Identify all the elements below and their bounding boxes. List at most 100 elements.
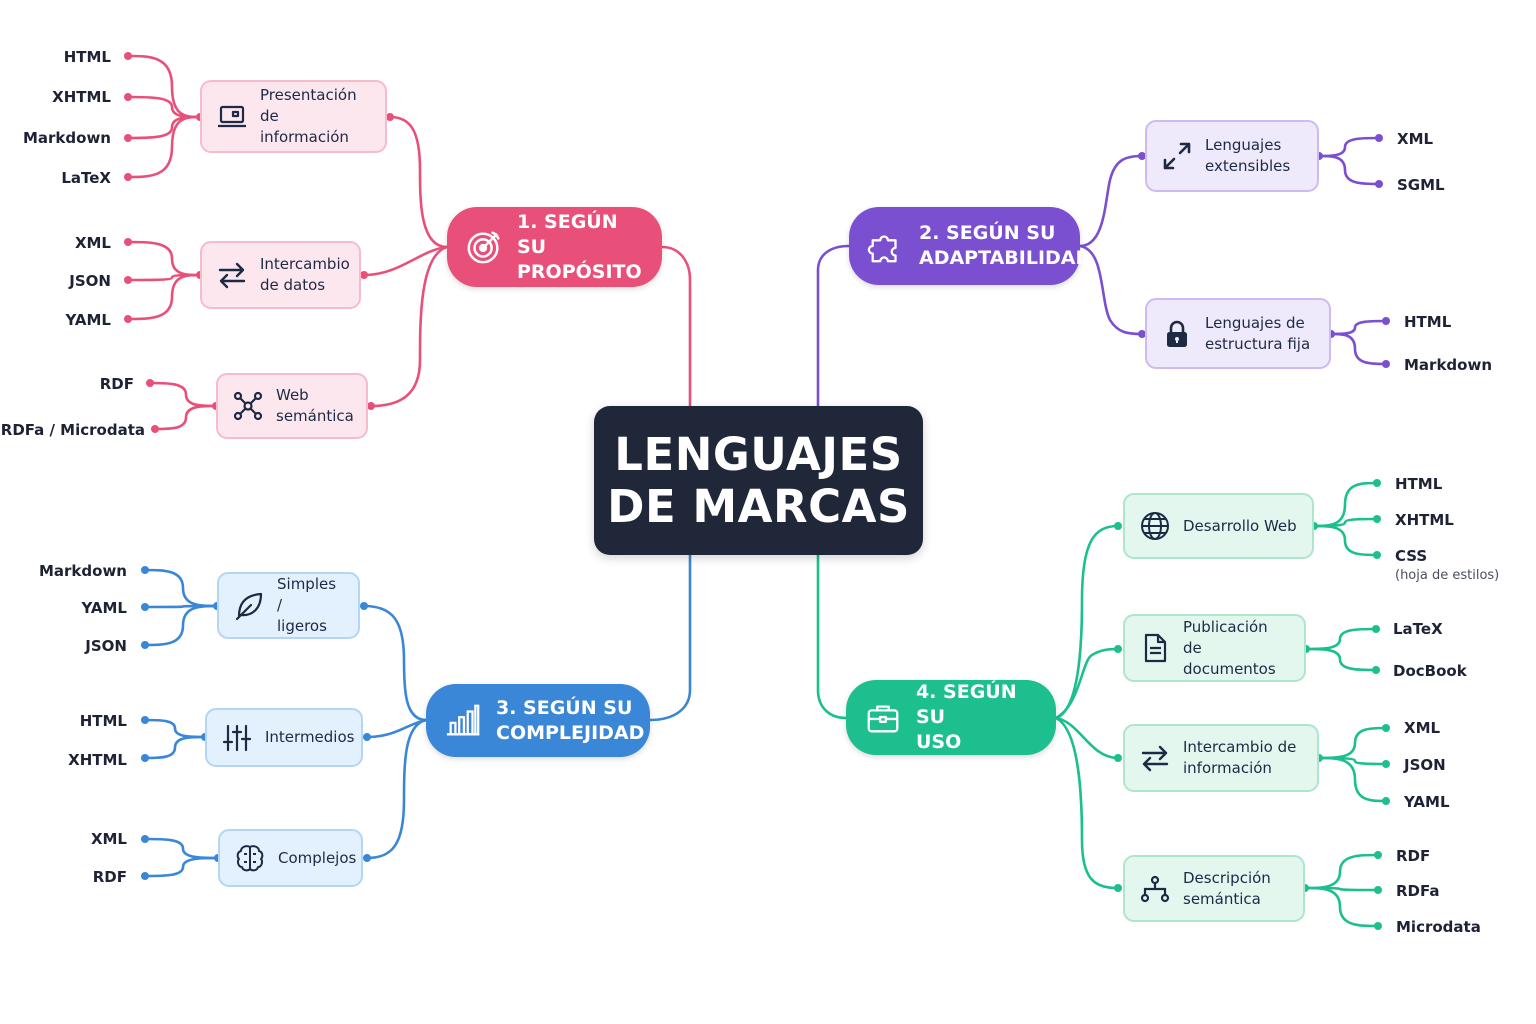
connector-dot bbox=[124, 276, 132, 284]
leaf-purpose-rdfa: RDFa / Microdata bbox=[0, 421, 145, 439]
connector-dot bbox=[1382, 317, 1390, 325]
connector-line bbox=[1317, 726, 1388, 760]
connector-line bbox=[1303, 853, 1380, 890]
connector-line bbox=[126, 54, 202, 119]
connector-line bbox=[143, 837, 220, 860]
connector-dot bbox=[1375, 180, 1383, 188]
leaf-complex-xml: XML bbox=[90, 830, 127, 848]
leaf-complex-markdown: Markdown bbox=[38, 562, 127, 580]
connector-dot bbox=[141, 716, 149, 724]
leaf-icon bbox=[235, 592, 263, 620]
sub-data-exchange-label-1: Intercambio bbox=[260, 255, 350, 273]
leaf-purpose-json: JSON bbox=[69, 272, 111, 290]
connector-dot bbox=[1373, 551, 1381, 559]
sub-doc-publishing: Publicación de documentos bbox=[1123, 614, 1306, 682]
branch-complexity-title-1: 3. SEGÚN SU bbox=[496, 696, 633, 719]
connector-dot bbox=[1114, 522, 1122, 530]
connector-dot bbox=[124, 93, 132, 101]
branch-usage-title-1: 4. SEGÚN SU bbox=[916, 681, 1017, 728]
connector-line bbox=[143, 856, 220, 878]
branch-adaptability-title-1: 2. SEGÚN SU bbox=[919, 222, 1056, 244]
sub-semantic-web-label-2: semántica bbox=[276, 407, 354, 425]
connector-dot bbox=[363, 733, 371, 741]
connector-dot bbox=[1382, 360, 1390, 368]
connector-line bbox=[1329, 319, 1388, 336]
leaf-purpose-xml: XML bbox=[74, 234, 111, 252]
connector-line bbox=[1054, 716, 1120, 890]
leaf-purpose-rdf: RDF bbox=[99, 375, 134, 393]
sliders-icon bbox=[222, 724, 252, 751]
connector-line bbox=[126, 115, 202, 140]
leaf-usage-docbook: DocBook bbox=[1393, 662, 1467, 680]
connector-dot bbox=[124, 315, 132, 323]
leaf-purpose-xhtml: XHTML bbox=[52, 88, 111, 106]
connector-dot bbox=[1375, 134, 1383, 142]
connector-center-purpose bbox=[660, 245, 692, 408]
sub-doc-publishing-label-1: Publicación de bbox=[1183, 617, 1268, 657]
leaf-complex-rdf: RDF bbox=[92, 868, 127, 886]
sub-data-exchange-label-2: de datos bbox=[260, 276, 326, 294]
connector-center-complexity bbox=[648, 553, 692, 722]
leaf-adapt-sgml: SGML bbox=[1397, 176, 1445, 194]
leaf-adapt-xml: XML bbox=[1397, 130, 1434, 148]
leaf-purpose-yaml: YAML bbox=[65, 311, 111, 329]
connector-line bbox=[1317, 136, 1381, 158]
sub-presentation-label-2: información bbox=[260, 128, 349, 146]
connector-line bbox=[1312, 524, 1379, 557]
leaf-adapt-html: HTML bbox=[1404, 313, 1452, 331]
leaf-usage-css-note: (hoja de estilos) bbox=[1395, 568, 1500, 583]
connector-dot bbox=[1373, 515, 1381, 523]
connector-line bbox=[126, 240, 202, 277]
sub-presentation: Presentación de información bbox=[200, 80, 387, 153]
connector-line bbox=[143, 735, 207, 760]
connector-line bbox=[388, 115, 449, 249]
sub-extensible: Lenguajes extensibles bbox=[1145, 120, 1319, 192]
sub-fixed-structure-label-2: estructura fija bbox=[1205, 334, 1311, 353]
connector-line bbox=[143, 718, 207, 739]
branch-purpose-title-2: PROPÓSITO bbox=[517, 260, 642, 283]
connector-dot bbox=[141, 835, 149, 843]
sub-simple-label-2: ligeros bbox=[277, 617, 327, 635]
sub-presentation-label-1: Presentación de bbox=[260, 86, 357, 125]
connector-line bbox=[153, 404, 218, 431]
connector-line bbox=[143, 604, 219, 647]
sub-info-exchange: Intercambio de información bbox=[1123, 724, 1319, 792]
leaf-usage-microdata: Microdata bbox=[1396, 918, 1481, 936]
sub-info-exchange-label-1: Intercambio de bbox=[1183, 738, 1297, 756]
connector-line bbox=[1329, 332, 1388, 366]
connector-line bbox=[1054, 524, 1120, 720]
connector-dot bbox=[1373, 479, 1381, 487]
connector-line bbox=[1054, 647, 1120, 720]
connector-dot bbox=[363, 854, 371, 862]
expand-icon bbox=[1163, 142, 1191, 170]
leaf-purpose-markdown: Markdown bbox=[22, 129, 111, 147]
swap-icon bbox=[1141, 745, 1169, 772]
connector-line bbox=[369, 245, 449, 408]
leaf-purpose-html: HTML bbox=[63, 48, 111, 66]
connector-dot bbox=[124, 52, 132, 60]
connector-line bbox=[1317, 756, 1388, 803]
connector-dot bbox=[1138, 330, 1146, 338]
connector-dot bbox=[1374, 886, 1382, 894]
sub-semantic-desc: Descripción semántica bbox=[1123, 855, 1305, 922]
network-icon bbox=[233, 391, 263, 421]
document-icon bbox=[1144, 633, 1167, 663]
connector-dot bbox=[1114, 754, 1122, 762]
sub-simple: Simples / ligeros bbox=[217, 572, 360, 639]
leaf-usage-xhtml: XHTML bbox=[1395, 511, 1454, 529]
leaf-usage-rdfa: RDFa bbox=[1396, 882, 1440, 900]
connector-center-usage bbox=[816, 553, 848, 720]
leaf-usage-xml: XML bbox=[1404, 719, 1441, 737]
leaf-complex-json: JSON bbox=[85, 637, 127, 655]
connector-line bbox=[1303, 886, 1380, 928]
branch-usage: 4. SEGÚN SU USO bbox=[846, 680, 1056, 755]
connector-dot bbox=[1382, 760, 1390, 768]
leaf-usage-yaml: YAML bbox=[1404, 793, 1450, 811]
connector-dot bbox=[141, 603, 149, 611]
leaf-usage-css: CSS bbox=[1395, 547, 1428, 565]
sub-complex: Complejos bbox=[218, 829, 363, 887]
connector-dot bbox=[1372, 625, 1380, 633]
lock-icon bbox=[1167, 320, 1187, 347]
leaf-adapt-markdown: Markdown bbox=[1404, 356, 1493, 374]
leaf-usage-latex: LaTeX bbox=[1393, 620, 1443, 638]
